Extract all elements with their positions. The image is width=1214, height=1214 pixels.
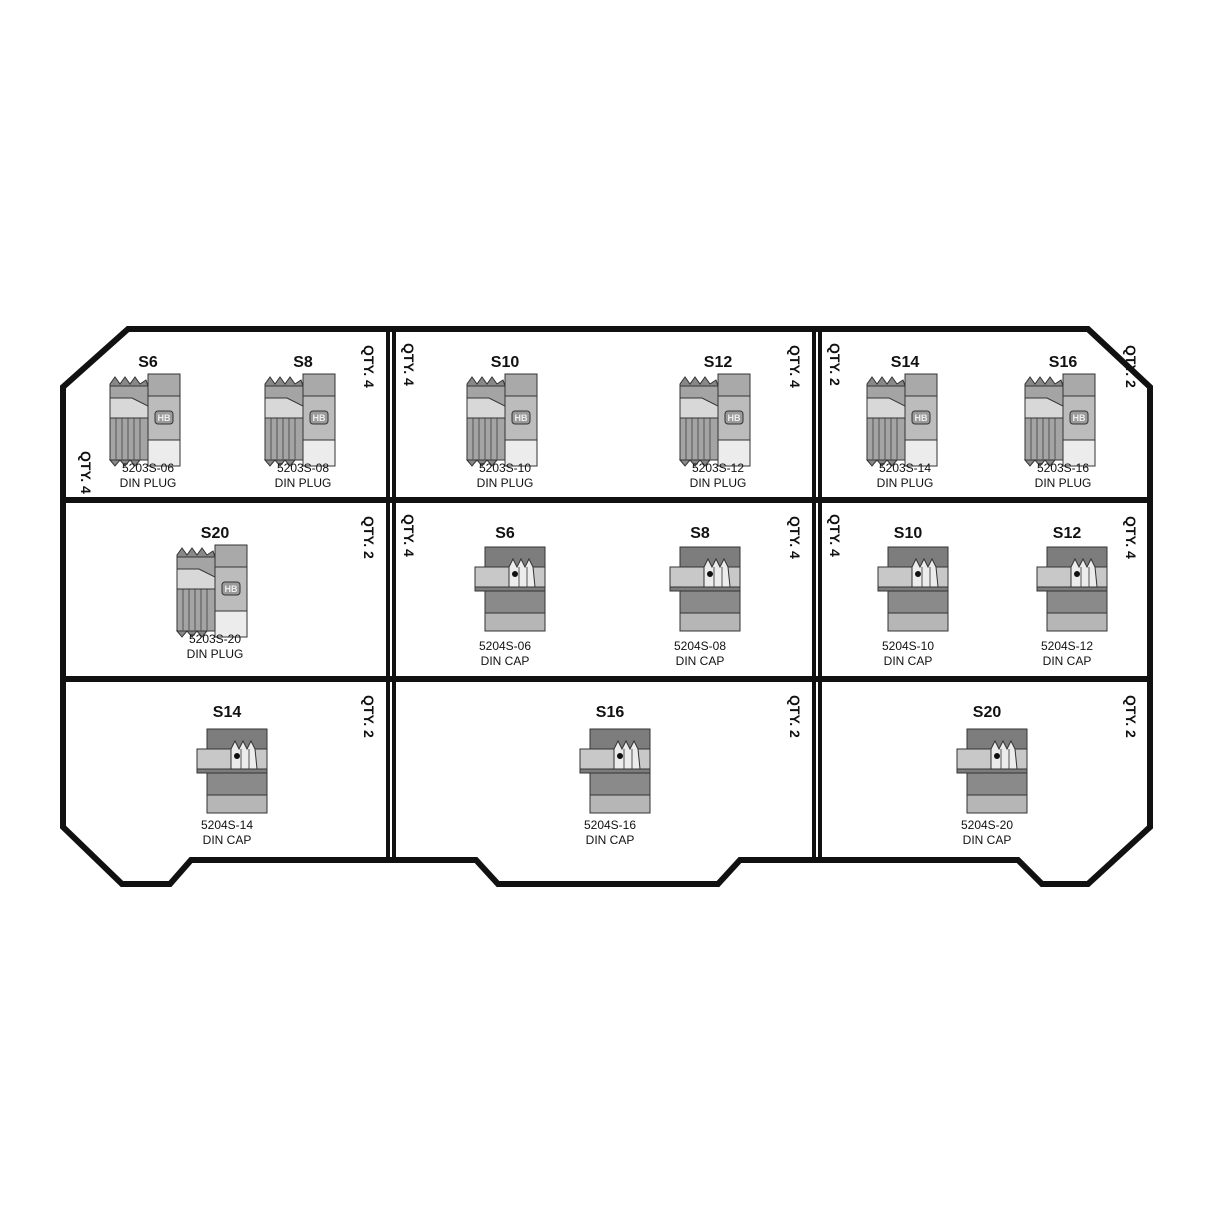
part-type: DIN PLUG bbox=[275, 476, 332, 490]
qty-label-right: QTY. 4 bbox=[1123, 516, 1139, 559]
part-type: DIN PLUG bbox=[1035, 476, 1092, 490]
part-number: 5204S-20 bbox=[961, 818, 1013, 832]
size-label: S8 bbox=[293, 354, 313, 371]
size-label: S14 bbox=[891, 354, 920, 371]
din-cap-icon bbox=[196, 728, 268, 814]
din-plug-icon bbox=[1024, 373, 1096, 467]
part-type: DIN CAP bbox=[481, 654, 530, 668]
qty-label-left: QTY. 4 bbox=[78, 451, 94, 494]
qty-label-left: QTY. 4 bbox=[401, 343, 417, 386]
part-type: DIN CAP bbox=[963, 833, 1012, 847]
qty-label-right: QTY. 2 bbox=[1123, 695, 1139, 738]
size-label: S10 bbox=[894, 525, 923, 542]
part-type: DIN CAP bbox=[203, 833, 252, 847]
part-number: 5203S-14 bbox=[879, 461, 931, 475]
din-plug-icon bbox=[176, 544, 248, 638]
part-number: 5204S-08 bbox=[674, 639, 726, 653]
qty-label-right: QTY. 2 bbox=[361, 516, 377, 559]
qty-label-left: QTY. 2 bbox=[827, 343, 843, 386]
qty-label-right: QTY. 4 bbox=[787, 345, 803, 388]
size-label: S20 bbox=[973, 704, 1002, 721]
size-label: S14 bbox=[213, 704, 242, 721]
din-plug-icon bbox=[109, 373, 181, 467]
part-number: 5203S-20 bbox=[189, 632, 241, 646]
size-label: S16 bbox=[596, 704, 625, 721]
part-number: 5203S-10 bbox=[479, 461, 531, 475]
din-cap-icon bbox=[1036, 546, 1108, 632]
size-label: S10 bbox=[491, 354, 520, 371]
size-label: S16 bbox=[1049, 354, 1078, 371]
part-type: DIN PLUG bbox=[690, 476, 747, 490]
size-label: S12 bbox=[704, 354, 733, 371]
part-type: DIN PLUG bbox=[187, 647, 244, 661]
part-number: 5204S-16 bbox=[584, 818, 636, 832]
part-number: 5204S-10 bbox=[882, 639, 934, 653]
part-number: 5203S-12 bbox=[692, 461, 744, 475]
qty-label-right: QTY. 2 bbox=[787, 695, 803, 738]
part-type: DIN PLUG bbox=[877, 476, 934, 490]
part-type: DIN PLUG bbox=[120, 476, 177, 490]
part-number: 5203S-06 bbox=[122, 461, 174, 475]
size-label: S20 bbox=[201, 525, 230, 542]
qty-label-right: QTY. 2 bbox=[1123, 345, 1139, 388]
part-type: DIN CAP bbox=[884, 654, 933, 668]
din-cap-icon bbox=[579, 728, 651, 814]
qty-label-left: QTY. 4 bbox=[401, 514, 417, 557]
part-type: DIN CAP bbox=[586, 833, 635, 847]
qty-label-right: QTY. 2 bbox=[361, 695, 377, 738]
size-label: S12 bbox=[1053, 525, 1082, 542]
din-plug-icon bbox=[466, 373, 538, 467]
size-label: S8 bbox=[690, 525, 710, 542]
part-number: 5204S-14 bbox=[201, 818, 253, 832]
din-plug-icon bbox=[679, 373, 751, 467]
din-plug-icon bbox=[866, 373, 938, 467]
part-type: DIN CAP bbox=[1043, 654, 1092, 668]
part-type: DIN CAP bbox=[676, 654, 725, 668]
din-cap-icon bbox=[669, 546, 741, 632]
size-label: S6 bbox=[138, 354, 158, 371]
part-number: 5203S-16 bbox=[1037, 461, 1089, 475]
qty-label-right: QTY. 4 bbox=[361, 345, 377, 388]
part-number: 5204S-06 bbox=[479, 639, 531, 653]
qty-label-left: QTY. 4 bbox=[827, 514, 843, 557]
part-type: DIN PLUG bbox=[477, 476, 534, 490]
part-number: 5204S-12 bbox=[1041, 639, 1093, 653]
din-cap-icon bbox=[877, 546, 949, 632]
din-plug-icon bbox=[264, 373, 336, 467]
qty-label-right: QTY. 4 bbox=[787, 516, 803, 559]
size-label: S6 bbox=[495, 525, 515, 542]
din-cap-icon bbox=[956, 728, 1028, 814]
part-number: 5203S-08 bbox=[277, 461, 329, 475]
din-cap-icon bbox=[474, 546, 546, 632]
